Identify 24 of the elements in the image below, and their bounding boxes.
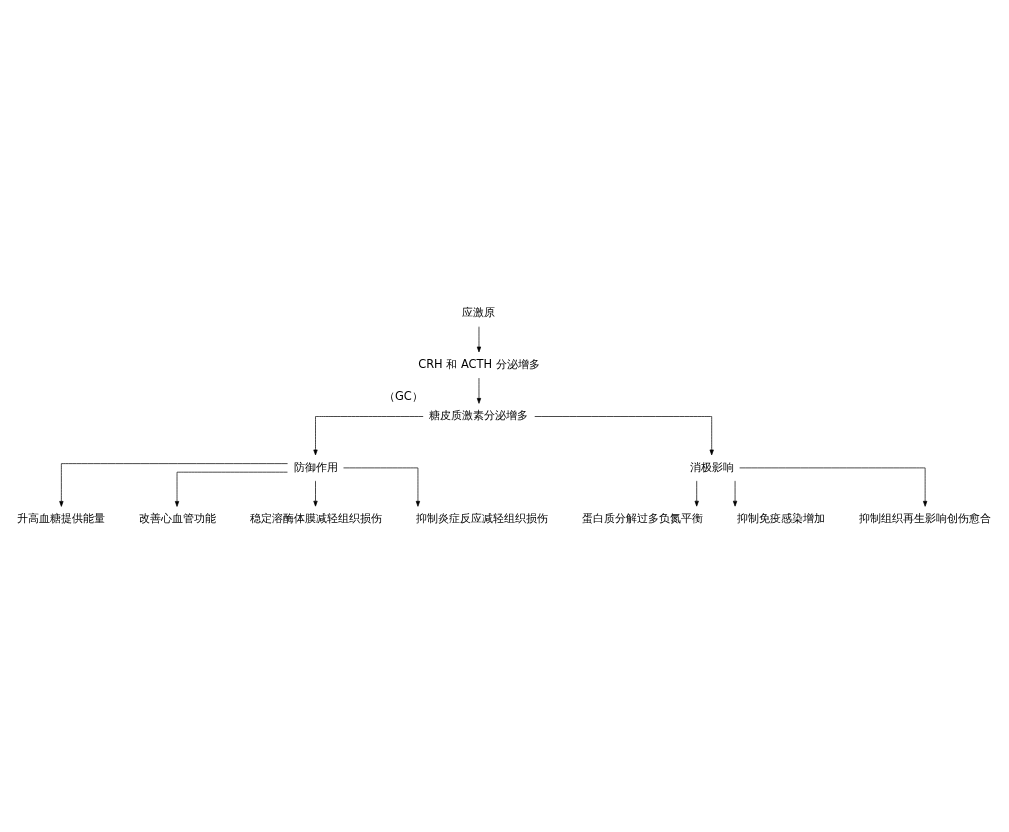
arrow: [174, 471, 288, 507]
node-text: 升高血糖提供能量: [17, 510, 106, 525]
arrow: [732, 480, 738, 506]
arrow: [476, 377, 482, 404]
arrow: [739, 467, 928, 507]
arrow: [476, 325, 482, 352]
node-text: CRH 和 ACTH 分泌增多: [418, 356, 540, 371]
node-text: 蛋白质分解过多负氮平衡: [581, 510, 703, 525]
arrow: [313, 415, 424, 455]
node-text: 消极影响: [689, 459, 734, 474]
node-text: 抑制组织再生影响创伤愈合: [859, 510, 992, 525]
arrow: [694, 480, 699, 506]
node-text: 改善心血管功能: [138, 510, 216, 525]
node-text: 抑制炎症反应减轻组织损伤: [415, 510, 548, 525]
node-text: 抑制免疫感染增加: [736, 510, 825, 525]
node-text: 防御作用: [293, 459, 338, 474]
node-label: （GC）: [383, 388, 423, 403]
node-text: 应激原: [462, 304, 496, 319]
node-text: 稳定溶酶体膜减轻组织损伤: [249, 510, 382, 525]
node-text: 糖皮质激素分泌增多: [429, 407, 529, 422]
arrow: [59, 462, 288, 507]
arrow: [313, 480, 318, 506]
arrow: [534, 415, 714, 455]
arrow: [343, 467, 421, 507]
